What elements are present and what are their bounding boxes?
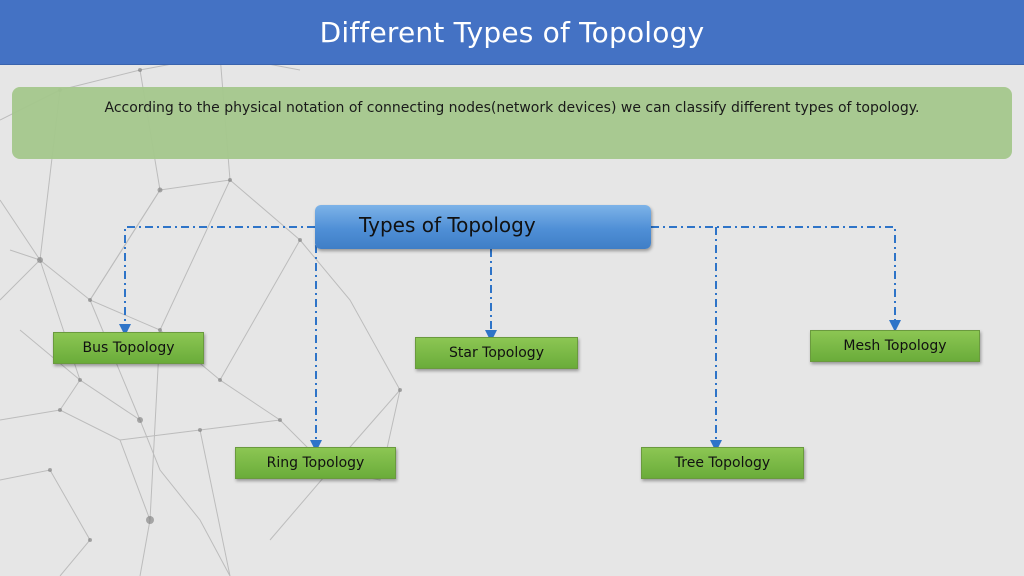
node-bus-topology: Bus Topology: [53, 332, 204, 364]
node-ring-topology: Ring Topology: [235, 447, 396, 479]
intro-text: According to the physical notation of co…: [104, 100, 920, 116]
title-bar: Different Types of Topology: [0, 0, 1024, 65]
page-title: Different Types of Topology: [319, 15, 705, 49]
node-mesh-topology: Mesh Topology: [810, 330, 980, 362]
root-node-types-of-topology: Types of Topology: [315, 205, 651, 249]
node-tree-topology: Tree Topology: [641, 447, 804, 479]
intro-box: According to the physical notation of co…: [12, 87, 1012, 159]
node-star-topology: Star Topology: [415, 337, 578, 369]
